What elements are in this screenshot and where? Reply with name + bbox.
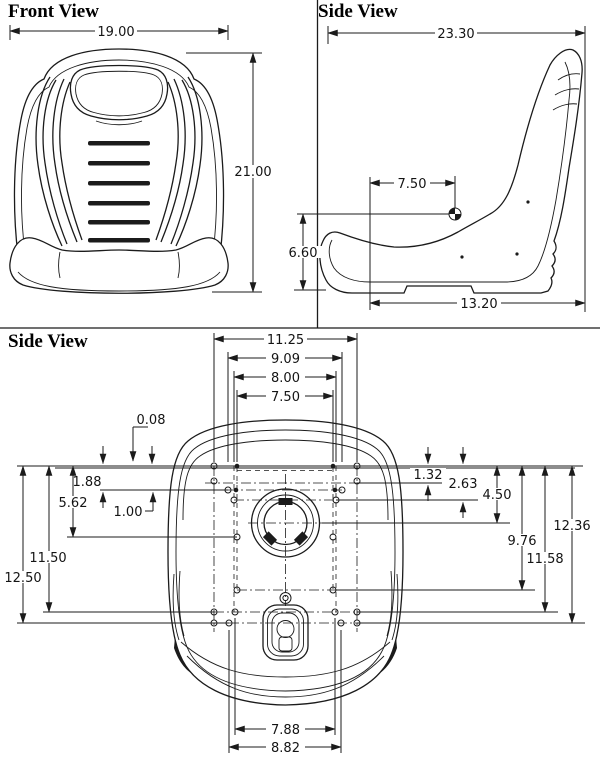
dim-front-height: 21.00 (186, 52, 274, 293)
dim-label-front-height: 21.00 (234, 165, 271, 180)
stitch-dot-3 (460, 255, 464, 259)
dim-bottom-left-group: 0.08 1.88 1.00 5.62 11.50 (3, 413, 237, 624)
dim-label-1-88: 1.88 (73, 475, 102, 490)
dim-label-9-76: 9.76 (508, 534, 537, 549)
corner-seam-right (386, 570, 399, 641)
front-skirt-line-2 (186, 655, 385, 698)
corner-seam-left (172, 570, 185, 641)
front-skirt-line-1 (180, 641, 391, 678)
dim-label-12-50: 12.50 (4, 571, 41, 586)
backrest-outline (13, 48, 225, 256)
side-profile-seam (328, 61, 571, 283)
backrest-vent-bars (88, 141, 150, 243)
backrest-inner-line (21, 59, 217, 254)
dim-label-8-00: 8.00 (271, 371, 300, 386)
dim-label-side-cg: 7.50 (398, 177, 427, 192)
dim-label-side-depth: 23.30 (437, 27, 474, 42)
dim-label-8-82: 8.82 (271, 741, 300, 756)
dim-label-11-25: 11.25 (267, 333, 304, 348)
side-view-panel: Side View 23.30 7. (284, 1, 586, 312)
cushion-crease-left (58, 251, 61, 279)
front-view-seat-drawing (9, 48, 229, 294)
seat-cushion-outline (9, 237, 229, 294)
seat-base-top-seam (182, 439, 389, 521)
stitch-dot-1 (526, 200, 530, 204)
center-of-gravity-icon (448, 207, 462, 221)
panel-dividers (0, 0, 600, 329)
backrest-wrinkle-1 (557, 73, 581, 81)
right-stripes (155, 76, 203, 247)
dim-label-11-58: 11.58 (526, 552, 563, 567)
dim-bottom-right-group: 1.32 2.63 4.50 9.76 11.58 (322, 447, 593, 624)
seat-base-inner-line (175, 429, 396, 692)
left-stripes (35, 76, 83, 247)
bottom-view-seat-drawing (167, 419, 404, 706)
stitch-dot-2 (515, 252, 519, 256)
dim-label-1-00: 1.00 (114, 505, 143, 520)
dim-label-side-base-depth: 13.20 (460, 297, 497, 312)
dim-label-2-63: 2.63 (449, 477, 478, 492)
dim-bottom-bottom-group: 7.88 8.82 (228, 618, 342, 756)
cushion-crease-right (177, 251, 180, 279)
dim-side-cg-offset: 7.50 (297, 176, 462, 310)
dim-label-12-36: 12.36 (553, 519, 590, 534)
dim-side-base-depth: 13.20 (369, 297, 586, 312)
dim-label-4-50: 4.50 (483, 488, 512, 503)
front-view-title: Front View (8, 1, 99, 22)
seat-cushion-inner-line (17, 271, 221, 292)
dim-label-side-height: 6.60 (289, 246, 318, 261)
backrest-wrinkle-2 (554, 88, 580, 96)
dim-label-0-08: 0.08 (137, 413, 166, 428)
front-view-panel: Front View (8, 1, 274, 294)
dim-label-7-88: 7.88 (271, 723, 300, 738)
dim-side-overall-depth: 23.30 (327, 26, 586, 312)
corner-shadow-right (377, 637, 397, 675)
bottom-view-panel: Side View (3, 331, 593, 756)
seat-base-outline (167, 419, 404, 706)
dim-label-9-09: 9.09 (271, 352, 300, 367)
dim-bottom-top-stack: 11.25 9.09 8.00 7.50 (213, 333, 358, 462)
dim-label-front-width: 19.00 (97, 25, 134, 40)
dim-side-base-height: 6.60 (284, 213, 326, 291)
dim-label-5-62: 5.62 (59, 496, 88, 511)
dim-front-width: 19.00 (9, 25, 229, 40)
bottom-view-title: Side View (8, 331, 88, 352)
backrest-wrinkle-3 (552, 103, 578, 111)
headrest-chin-line (95, 120, 143, 126)
dim-label-11-50: 11.50 (29, 551, 66, 566)
corner-shadow-left (174, 637, 194, 675)
dim-label-1-32: 1.32 (414, 468, 443, 483)
dim-label-7-50: 7.50 (271, 390, 300, 405)
headrest-window-inner (75, 70, 163, 117)
headrest-window-outer (69, 64, 169, 121)
side-view-title: Side View (318, 1, 398, 22)
side-view-seat-drawing (319, 48, 583, 294)
side-profile-outline (319, 48, 583, 294)
